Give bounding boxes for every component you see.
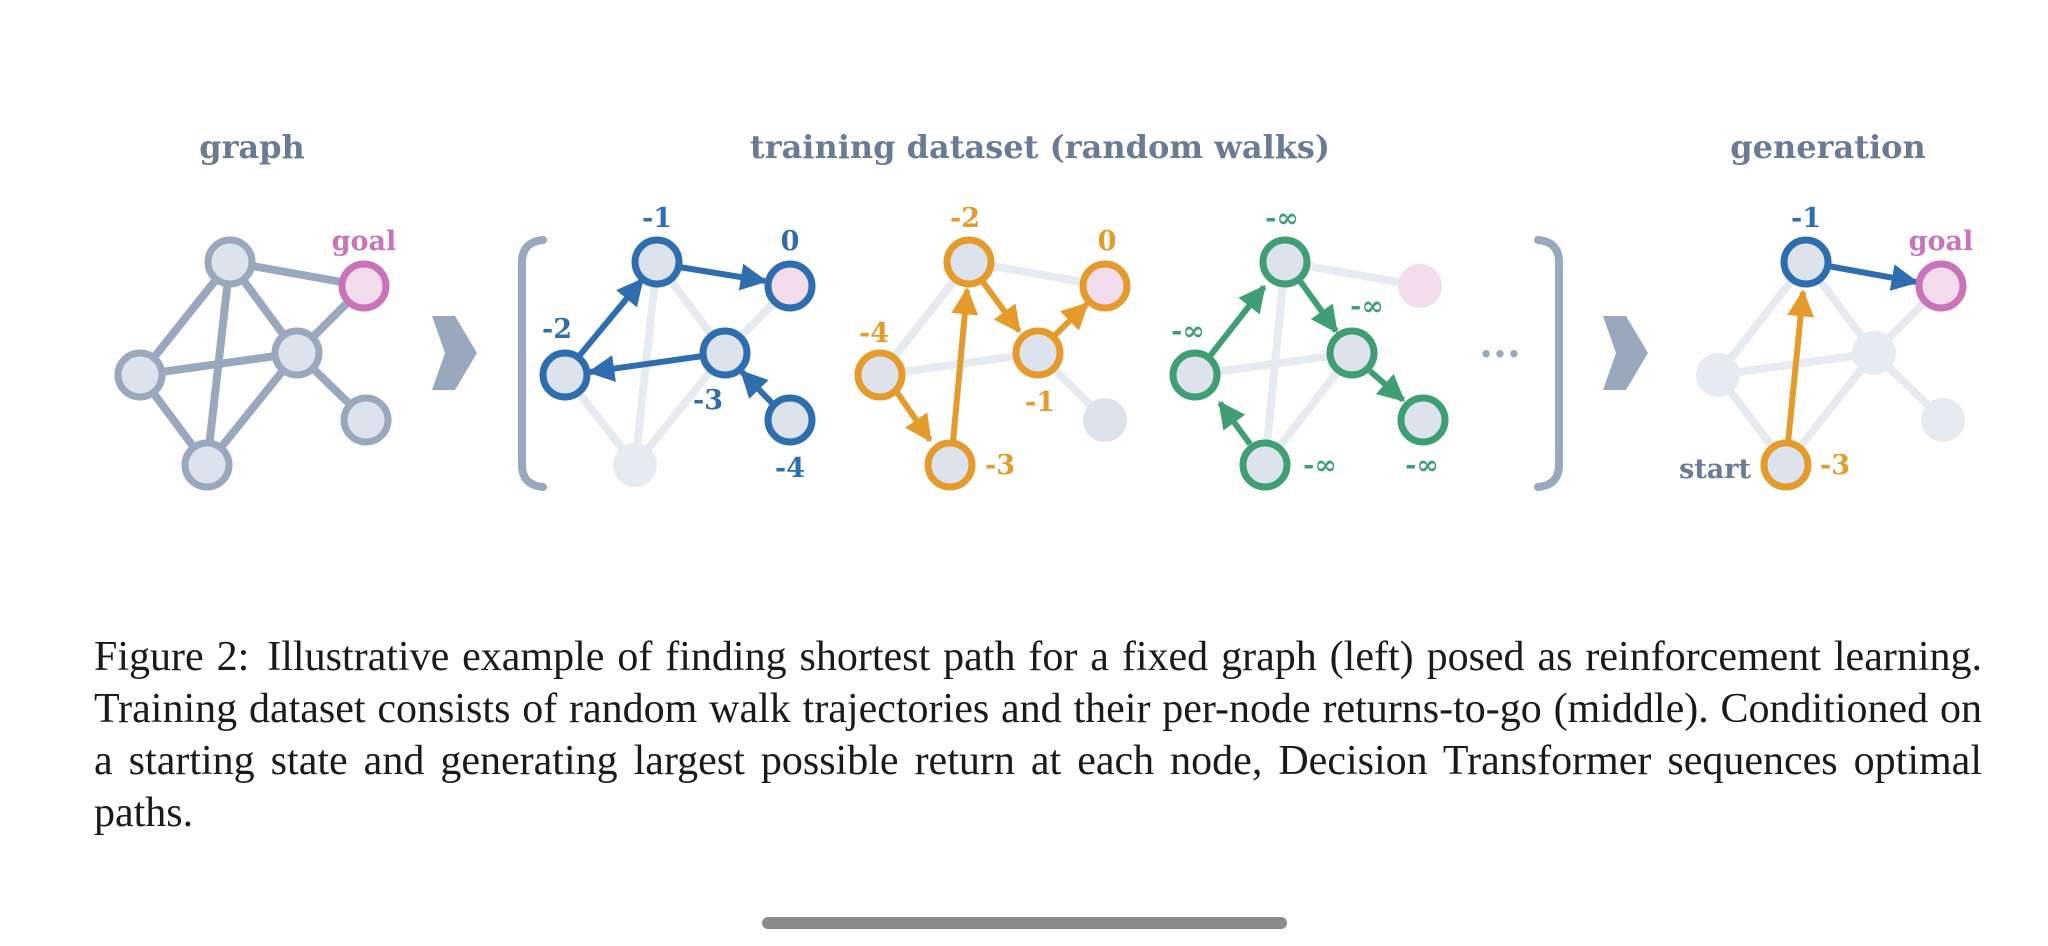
svg-text:-2: -2 [542, 314, 572, 345]
walk-1-labels: -1 0 -2 -3 -4 [542, 203, 805, 484]
svg-text:-4: -4 [775, 453, 805, 484]
svg-text:-2: -2 [950, 203, 980, 234]
walk-2-nodes [854, 236, 1131, 491]
walk-2-faded-edges [876, 258, 1109, 424]
walk-1: -1 0 -2 -3 -4 [539, 203, 816, 487]
generation-label-return: -1 [1791, 203, 1821, 234]
graph-edges [136, 258, 370, 469]
walk-2-labels: -2 0 -4 -1 -3 [859, 203, 1116, 481]
figure-caption: Figure 2:Illustrative example of finding… [94, 631, 1982, 839]
start-label: start [1679, 454, 1751, 485]
caption-text: Illustrative example of finding shortest… [94, 634, 1982, 836]
generation-start-return: -3 [1820, 450, 1850, 481]
generation-panel-title: generation [1730, 128, 1926, 166]
walk-3-labels: -∞ -∞ -∞ -∞ -∞ [1171, 203, 1439, 481]
svg-text:-∞: -∞ [1171, 316, 1205, 347]
caption-label: Figure 2: [94, 634, 250, 680]
svg-text:-3: -3 [693, 385, 723, 416]
training-panel-title: training dataset (random walks) [750, 128, 1330, 166]
left-bracket-icon [518, 236, 547, 491]
svg-text:-4: -4 [859, 318, 889, 349]
faded-node [613, 443, 657, 487]
walk-1-nodes [539, 236, 816, 446]
generation-faded-edges [1714, 258, 1947, 469]
faded-node [1083, 398, 1127, 442]
generation-node-blue [1780, 236, 1832, 288]
right-bracket-icon [1534, 236, 1563, 491]
generation-start-node [1760, 439, 1812, 491]
svg-text:-∞: -∞ [1303, 450, 1337, 481]
svg-text:-1: -1 [1025, 387, 1055, 418]
walk-3: -∞ -∞ -∞ -∞ -∞ [1169, 203, 1449, 491]
walk-1-arrows [577, 263, 775, 406]
faded-goal-node [1398, 264, 1442, 308]
svg-text:-∞: -∞ [1350, 291, 1384, 322]
svg-text:-∞: -∞ [1405, 450, 1439, 481]
walk-2: -2 0 -4 -1 -3 [854, 203, 1131, 491]
graph-panel-title: graph [199, 128, 305, 166]
generation-faded-nodes [1696, 331, 1965, 442]
walk-3-arrows [1207, 279, 1406, 446]
walk-1-faded-edges [561, 258, 794, 469]
graph-nodes [114, 236, 392, 491]
svg-text:-∞: -∞ [1265, 203, 1299, 234]
ellipsis: ··· [1479, 331, 1521, 378]
right-arrow-icon [1603, 316, 1648, 390]
walk-3-nodes [1169, 236, 1449, 491]
svg-text:-3: -3 [985, 450, 1015, 481]
generation-goal-label: goal [1909, 226, 1974, 257]
svg-text:0: 0 [781, 226, 800, 257]
graph-panel: goal [114, 226, 397, 491]
svg-text:0: 0 [1098, 226, 1117, 257]
generation-goal-node [1915, 260, 1967, 312]
goal-label: goal [332, 226, 397, 257]
generation-arrows [1785, 263, 1919, 444]
home-indicator[interactable] [762, 917, 1287, 929]
walk-2-arrows [893, 280, 1090, 443]
svg-text:-1: -1 [642, 203, 672, 234]
goal-node [338, 260, 390, 312]
right-arrow-icon [432, 316, 477, 390]
generation-panel: -1 goal start -3 [1679, 203, 1974, 491]
